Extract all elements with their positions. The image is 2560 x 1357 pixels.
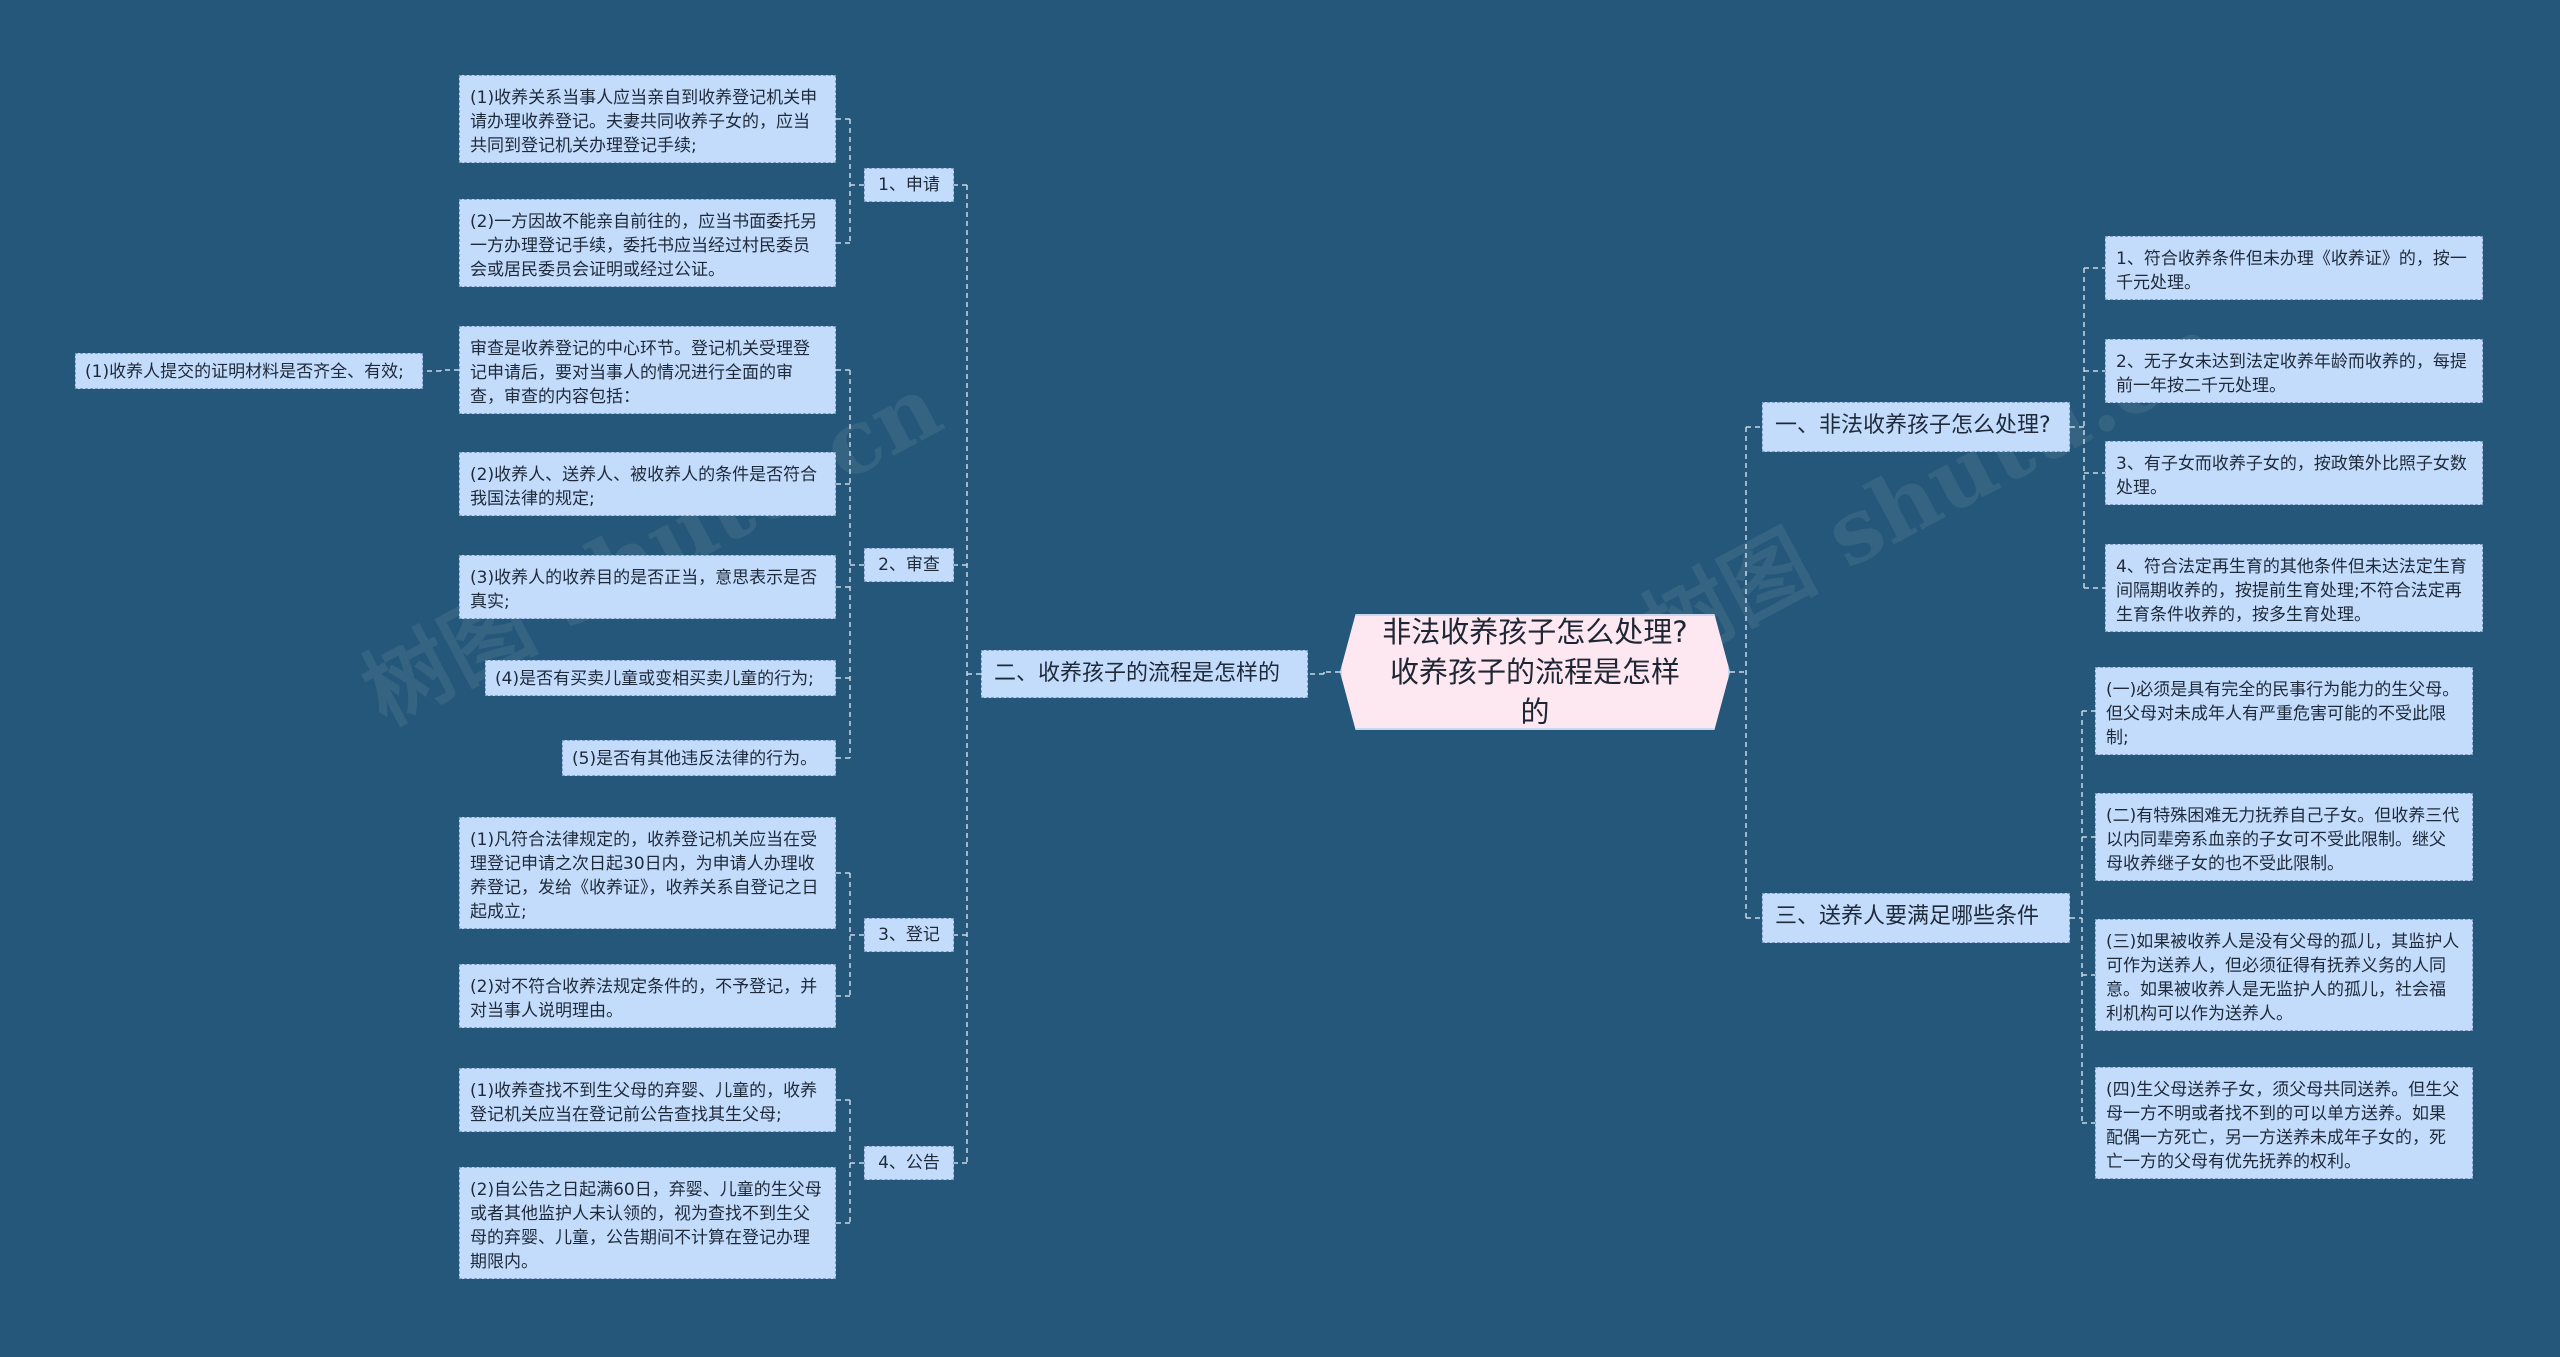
leaf-apply-2[interactable]: (2)一方因故不能亲自前往的，应当书面委托另一方办理登记手续，委托书应当经过村民…	[459, 199, 836, 287]
leaf-apply-1[interactable]: (1)收养关系当事人应当亲自到收养登记机关申请办理收养登记。夫妻共同收养子女的，…	[459, 75, 836, 163]
leaf-review-3[interactable]: (3)收养人的收养目的是否正当，意思表示是否真实;	[459, 555, 836, 619]
leaf-placer-4[interactable]: (四)生父母送养子女，须父母共同送养。但生父母一方不明或者找不到的可以单方送养。…	[2095, 1067, 2473, 1179]
leaf-register-1[interactable]: (1)凡符合法律规定的，收养登记机关应当在受理登记申请之次日起30日内，为申请人…	[459, 817, 836, 929]
leaf-illegal-1[interactable]: 1、符合收养条件但未办理《收养证》的，按一千元处理。	[2105, 236, 2483, 300]
leaf-placer-3[interactable]: (三)如果被收养人是没有父母的孤儿，其监护人可作为送养人，但必须征得有抚养义务的…	[2095, 919, 2473, 1031]
leaf-illegal-3[interactable]: 3、有子女而收养子女的，按政策外比照子女数处理。	[2105, 441, 2483, 505]
leaf-review-intro[interactable]: 审查是收养登记的中心环节。登记机关受理登记申请后，要对当事人的情况进行全面的审查…	[459, 326, 836, 414]
leaf-illegal-4[interactable]: 4、符合法定再生育的其他条件但未达法定生育间隔期收养的，按提前生育处理;不符合法…	[2105, 544, 2483, 632]
branch-process[interactable]: 二、收养孩子的流程是怎样的	[981, 650, 1308, 698]
leaf-announce-2[interactable]: (2)自公告之日起满60日，弃婴、儿童的生父母或者其他监护人未认领的，视为查找不…	[459, 1167, 836, 1279]
leaf-review-2[interactable]: (2)收养人、送养人、被收养人的条件是否符合我国法律的规定;	[459, 452, 836, 516]
leaf-register-2[interactable]: (2)对不符合收养法规定条件的，不予登记，并对当事人说明理由。	[459, 964, 836, 1028]
leaf-placer-1[interactable]: (一)必须是具有完全的民事行为能力的生父母。但父母对未成年人有严重危害可能的不受…	[2095, 667, 2473, 755]
branch-placer-conditions[interactable]: 三、送养人要满足哪些条件	[1762, 893, 2070, 943]
leaf-placer-2[interactable]: (二)有特殊困难无力抚养自己子女。但收养三代以内同辈旁系血亲的子女可不受此限制。…	[2095, 793, 2473, 881]
group-review[interactable]: 2、审查	[864, 548, 954, 582]
branch-illegal-adoption[interactable]: 一、非法收养孩子怎么处理?	[1762, 402, 2070, 452]
group-register[interactable]: 3、登记	[864, 918, 954, 952]
leaf-illegal-2[interactable]: 2、无子女未达到法定收养年龄而收养的，每提前一年按二千元处理。	[2105, 339, 2483, 403]
leaf-announce-1[interactable]: (1)收养查找不到生父母的弃婴、儿童的，收养登记机关应当在登记前公告查找其生父母…	[459, 1068, 836, 1132]
leaf-review-intro-child[interactable]: (1)收养人提交的证明材料是否齐全、有效;	[75, 353, 423, 389]
leaf-review-4[interactable]: (4)是否有买卖儿童或变相买卖儿童的行为;	[485, 660, 836, 696]
leaf-review-5[interactable]: (5)是否有其他违反法律的行为。	[562, 740, 836, 776]
group-apply[interactable]: 1、申请	[864, 168, 954, 202]
root-topic[interactable]: 非法收养孩子怎么处理?收养孩子的流程是怎样的	[1340, 614, 1730, 730]
group-announce[interactable]: 4、公告	[864, 1146, 954, 1180]
